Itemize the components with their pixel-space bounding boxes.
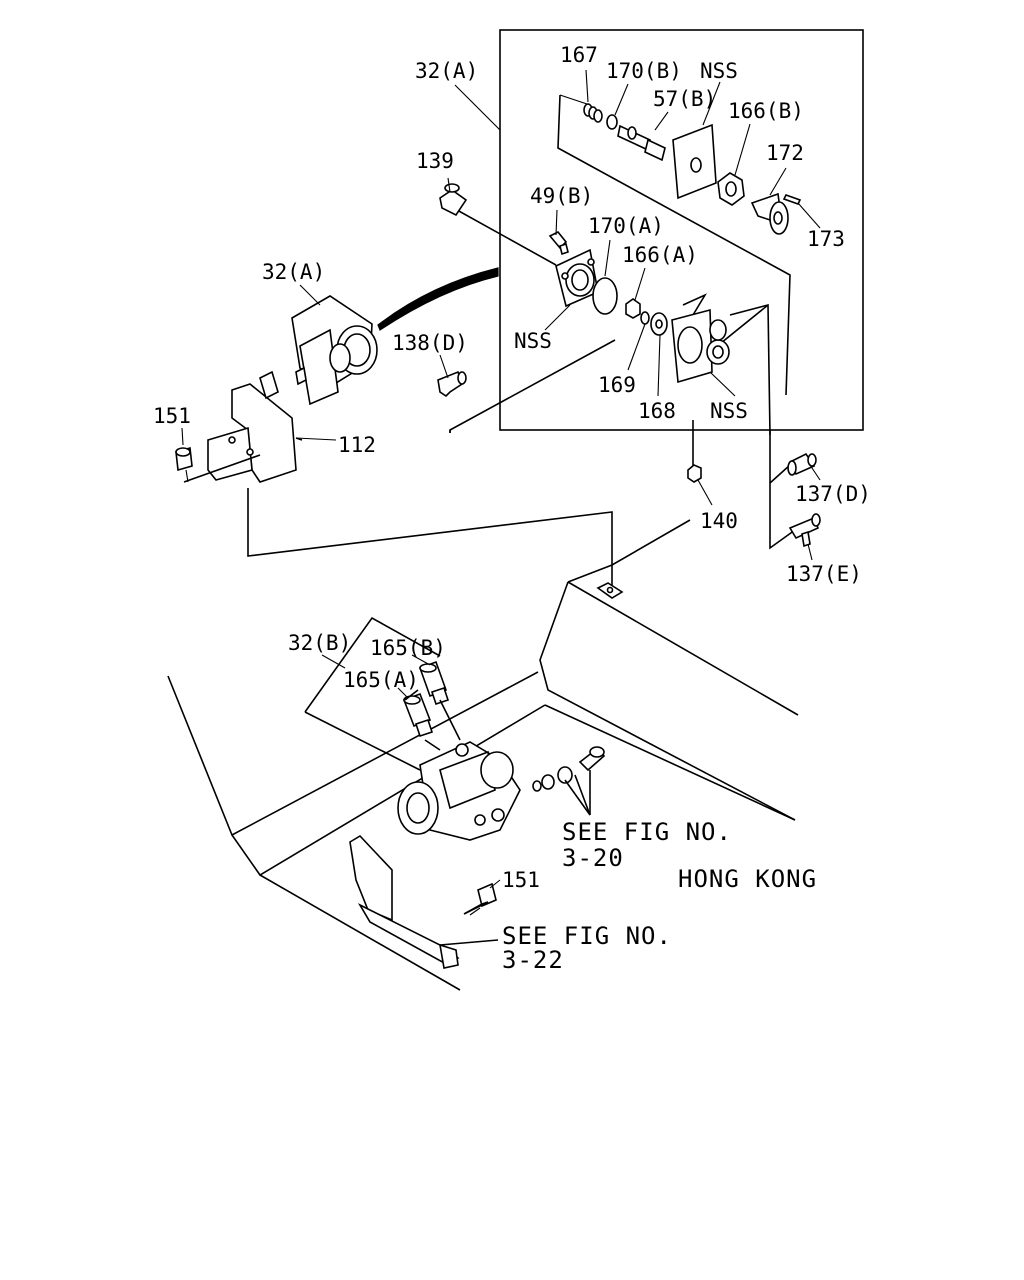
label-166b: 166(B): [728, 99, 804, 123]
valve-assembly-32a: [291, 267, 499, 406]
label-137d: 137(D): [795, 482, 871, 506]
part-57b-valve: [617, 124, 666, 162]
part-49b-screw: [548, 230, 569, 256]
part-140-nut: [687, 464, 702, 483]
label-112: 112: [338, 433, 376, 457]
part-nss-flange: [555, 248, 599, 308]
label-173: 173: [807, 227, 845, 251]
part-168-disc: [650, 312, 668, 336]
label-nss-top: NSS: [700, 59, 738, 83]
label-138d: 138(D): [392, 331, 468, 355]
note-region: HONG KONG: [678, 865, 817, 893]
part-nss-valve-body: [671, 308, 730, 384]
label-49b: 49(B): [530, 184, 593, 208]
part-137e-tee: [788, 513, 821, 548]
part-173-pin: [782, 194, 802, 205]
label-leaders: [181, 69, 821, 889]
label-169: 169: [598, 373, 636, 397]
pedal-bracket: [349, 834, 460, 969]
part-165a-fitting: [402, 692, 434, 738]
label-168: 168: [638, 399, 676, 423]
part-166a-nut: [625, 298, 641, 319]
note-see-fig-322-line1: SEE FIG NO.: [502, 922, 672, 950]
label-172: 172: [766, 141, 804, 165]
note-see-fig-320-line2: 3-20: [562, 844, 624, 872]
part-151-bolt-bottom: [463, 882, 497, 916]
detail-box: [499, 29, 864, 431]
label-170a: 170(A): [588, 214, 664, 238]
part-138d-elbow: [437, 370, 467, 398]
label-151-bottom: 151: [502, 868, 540, 892]
part-170a-oring: [592, 277, 618, 315]
label-167: 167: [560, 43, 598, 67]
part-165b-fitting: [418, 660, 450, 706]
label-32b: 32(B): [288, 631, 351, 655]
label-151-top: 151: [153, 404, 191, 428]
notes: SEE FIG NO. 3-20 HONG KONG SEE FIG NO. 3…: [502, 818, 817, 974]
part-172-cap: [750, 192, 789, 235]
label-170b: 170(B): [606, 59, 682, 83]
part-labels: 32(A) 167 170(B) NSS 57(B) 166(B) 172 17…: [153, 43, 871, 892]
label-166a: 166(A): [622, 243, 698, 267]
label-140: 140: [700, 509, 738, 533]
note-see-fig-322-line2: 3-22: [502, 946, 564, 974]
label-nss-left: NSS: [514, 329, 552, 353]
label-nss-right: NSS: [710, 399, 748, 423]
label-32a-left: 32(A): [262, 260, 325, 284]
note-see-fig-320-line1: SEE FIG NO.: [562, 818, 732, 846]
part-nss-plate: [672, 123, 717, 200]
part-151-bolt-top: [175, 446, 193, 483]
hardware-see-fig-320: [532, 746, 606, 816]
part-169-washer: [640, 311, 650, 325]
lower-leader-lines: [304, 616, 499, 946]
part-167-spring: [583, 103, 603, 123]
label-165a: 165(A): [343, 668, 419, 692]
part-170b-oring: [606, 114, 618, 130]
valve-assembly-32b: [397, 741, 521, 841]
part-139-fitting: [439, 183, 468, 217]
label-165b: 165(B): [370, 636, 446, 660]
label-139: 139: [416, 149, 454, 173]
part-166b-nut: [717, 172, 745, 206]
part-137d-fitting: [787, 452, 817, 476]
label-137e: 137(E): [786, 562, 862, 586]
label-32a-top: 32(A): [415, 59, 478, 83]
bracket-112: [207, 370, 297, 483]
label-57b: 57(B): [653, 87, 716, 111]
